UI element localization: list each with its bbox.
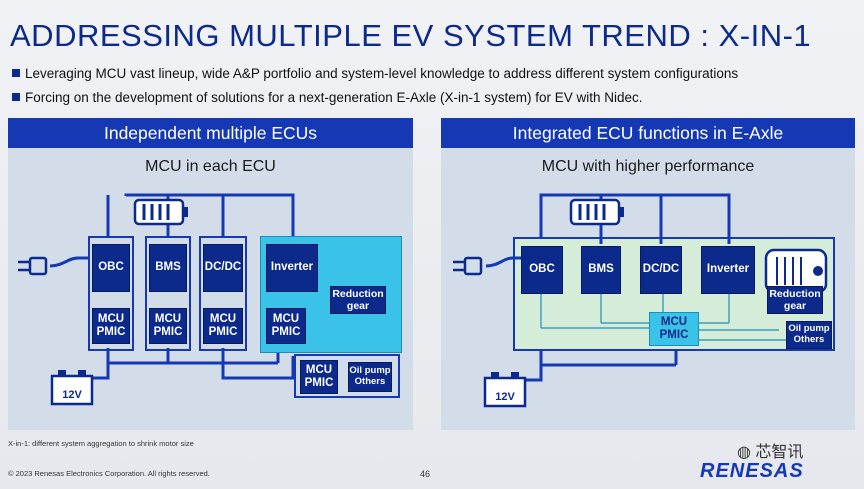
left-dcdc-box: DC/DC [203, 244, 243, 292]
right-12v-label: 12V [495, 391, 515, 403]
slide-title: ADDRESSING MULTIPLE EV SYSTEM TREND : X-… [10, 18, 812, 53]
left-obc-box: OBC [92, 244, 130, 292]
right-panel-subtitle: MCU with higher performance [541, 158, 755, 175]
left-bms-box: BMS [149, 244, 187, 292]
left-panel-subtitle: MCU in each ECU [145, 158, 276, 175]
12v-battery-icon [50, 374, 94, 406]
bullet-square-icon [12, 69, 20, 77]
bullet-1: Leveraging MCU vast lineup, wide A&P por… [12, 66, 738, 81]
watermark: ◍ 芯智讯 [737, 438, 803, 462]
left-panel-header: Independent multiple ECUs [8, 118, 413, 148]
left-bms-frame [145, 236, 191, 351]
bullet-square-icon [12, 93, 20, 101]
footnote: X-in-1: different system aggregation to … [8, 439, 194, 448]
renesas-logo: RENESAS [700, 460, 804, 482]
copyright: © 2023 Renesas Electronics Corporation. … [8, 469, 210, 478]
right-bms-box: BMS [581, 246, 621, 294]
left-oilpump-frame [294, 354, 400, 398]
left-dcdc-frame [199, 236, 247, 351]
wechat-icon: ◍ [737, 444, 756, 461]
watermark-text: 芯智讯 [755, 444, 804, 461]
bullet-2: Forcing on the development of solutions … [12, 90, 643, 105]
12v-battery-icon [483, 376, 527, 408]
right-dcdc-box: DC/DC [640, 246, 682, 294]
left-inverter-box: Inverter [266, 244, 318, 292]
right-panel: Integrated ECU functions in E-Axle MCU w… [441, 118, 855, 430]
bullet-2-text: Forcing on the development of solutions … [25, 90, 643, 105]
right-wiring: 12V [453, 193, 828, 408]
left-12v-label: 12V [62, 389, 82, 401]
page-number: 46 [420, 469, 431, 479]
right-inverter-box: Inverter [701, 246, 755, 294]
right-panel-header: Integrated ECU functions in E-Axle [441, 118, 855, 148]
left-obc-frame [88, 236, 134, 351]
bullet-1-text: Leveraging MCU vast lineup, wide A&P por… [25, 66, 739, 81]
right-obc-box: OBC [521, 246, 563, 294]
plug-icon [28, 256, 48, 276]
plug-icon [463, 256, 483, 276]
left-panel: Independent multiple ECUs MCU in each EC… [8, 118, 413, 430]
